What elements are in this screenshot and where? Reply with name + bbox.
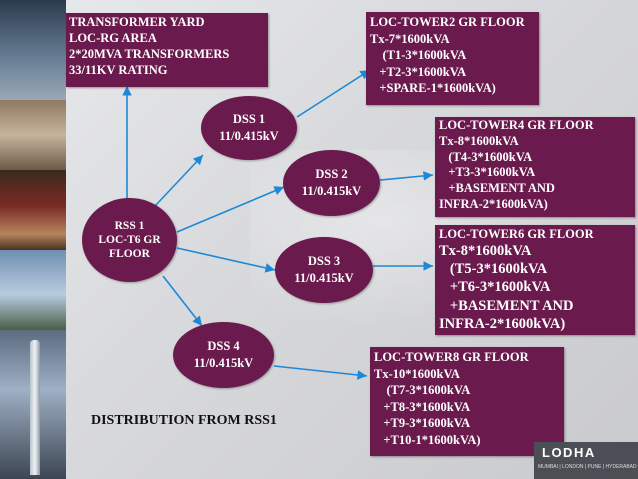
tower2-line: LOC-TOWER2 GR FLOOR bbox=[370, 14, 535, 31]
tower8-line: (T7-3*1600kVA bbox=[374, 382, 560, 399]
rss1-line: FLOOR bbox=[109, 247, 150, 261]
tower6-line: INFRA-2*1600kVA) bbox=[439, 315, 631, 333]
tower4-box: LOC-TOWER4 GR FLOOR Tx-8*1600kVA (T4-3*1… bbox=[435, 117, 635, 217]
rss1-node: RSS 1 LOC-T6 GR FLOOR bbox=[82, 198, 177, 282]
tower4-line: +T3-3*1600kVA bbox=[439, 165, 631, 181]
tower8-line: LOC-TOWER8 GR FLOOR bbox=[374, 349, 560, 366]
tower6-line: Tx-8*1600kVA bbox=[439, 242, 631, 260]
diagram-caption: DISTRIBUTION FROM RSS1 bbox=[91, 413, 277, 429]
yard-line: TRANSFORMER YARD bbox=[69, 14, 265, 30]
dss1-name: DSS 1 bbox=[233, 111, 265, 128]
rss1-line: LOC-T6 GR bbox=[98, 233, 160, 247]
tower2-line: (T1-3*1600kVA bbox=[370, 47, 535, 64]
tower4-line: LOC-TOWER4 GR FLOOR bbox=[439, 118, 631, 134]
tower2-box: LOC-TOWER2 GR FLOOR Tx-7*1600kVA (T1-3*1… bbox=[366, 12, 539, 105]
tower4-line: INFRA-2*1600kVA) bbox=[439, 197, 631, 213]
yard-line: 33/11KV RATING bbox=[69, 62, 265, 78]
tower6-line: (T5-3*1600kVA bbox=[439, 260, 631, 278]
tower2-line: Tx-7*1600kVA bbox=[370, 31, 535, 48]
dss2-node: DSS 2 11/0.415kV bbox=[283, 150, 380, 216]
tower8-line: +T10-1*1600kVA) bbox=[374, 432, 560, 449]
logo-subtitle: MUMBAI | LONDON | PUNE | HYDERABAD bbox=[538, 464, 637, 470]
arrow-dss4-to-tower8 bbox=[274, 366, 367, 376]
dss4-node: DSS 4 11/0.415kV bbox=[173, 322, 274, 388]
tower6-line: +BASEMENT AND bbox=[439, 297, 631, 315]
tower4-line: +BASEMENT AND bbox=[439, 181, 631, 197]
dss4-rating: 11/0.415kV bbox=[194, 355, 253, 372]
dss1-rating: 11/0.415kV bbox=[219, 128, 278, 145]
arrow-rss1-to-dss2 bbox=[177, 187, 284, 232]
arrow-rss1-to-dss3 bbox=[177, 248, 275, 270]
arrow-rss1-to-dss1 bbox=[155, 155, 203, 206]
tower6-line: LOC-TOWER6 GR FLOOR bbox=[439, 226, 631, 242]
tower4-line: (T4-3*1600kVA bbox=[439, 150, 631, 166]
rss1-line: RSS 1 bbox=[115, 219, 145, 233]
arrow-rss1-to-dss4 bbox=[163, 276, 202, 326]
tower2-line: +SPARE-1*1600kVA) bbox=[370, 80, 535, 97]
dss2-name: DSS 2 bbox=[315, 166, 347, 183]
transformer-yard-box: TRANSFORMER YARD LOC-RG AREA 2*20MVA TRA… bbox=[66, 13, 268, 87]
tower8-line: +T9-3*1600kVA bbox=[374, 415, 560, 432]
tower6-box: LOC-TOWER6 GR FLOOR Tx-8*1600kVA (T5-3*1… bbox=[435, 225, 635, 335]
tower8-line: Tx-10*1600kVA bbox=[374, 366, 560, 383]
tower8-box: LOC-TOWER8 GR FLOOR Tx-10*1600kVA (T7-3*… bbox=[370, 347, 564, 456]
tower4-line: Tx-8*1600kVA bbox=[439, 134, 631, 150]
arrow-dss1-to-tower2 bbox=[297, 70, 370, 117]
yard-line: LOC-RG AREA bbox=[69, 30, 265, 46]
dss3-name: DSS 3 bbox=[308, 253, 340, 270]
dss3-rating: 11/0.415kV bbox=[294, 270, 353, 287]
dss1-node: DSS 1 11/0.415kV bbox=[201, 96, 297, 160]
dss4-name: DSS 4 bbox=[207, 338, 239, 355]
logo-wordmark: LODHA bbox=[542, 445, 596, 460]
tower8-line: +T8-3*1600kVA bbox=[374, 399, 560, 416]
yard-line: 2*20MVA TRANSFORMERS bbox=[69, 46, 265, 62]
dss2-rating: 11/0.415kV bbox=[302, 183, 361, 200]
dss3-node: DSS 3 11/0.415kV bbox=[275, 237, 373, 303]
tower2-line: +T2-3*1600kVA bbox=[370, 64, 535, 81]
tower6-line: +T6-3*1600kVA bbox=[439, 278, 631, 296]
lodha-logo: LODHA MUMBAI | LONDON | PUNE | HYDERABAD bbox=[534, 442, 638, 479]
arrow-dss2-to-tower4 bbox=[380, 175, 433, 180]
